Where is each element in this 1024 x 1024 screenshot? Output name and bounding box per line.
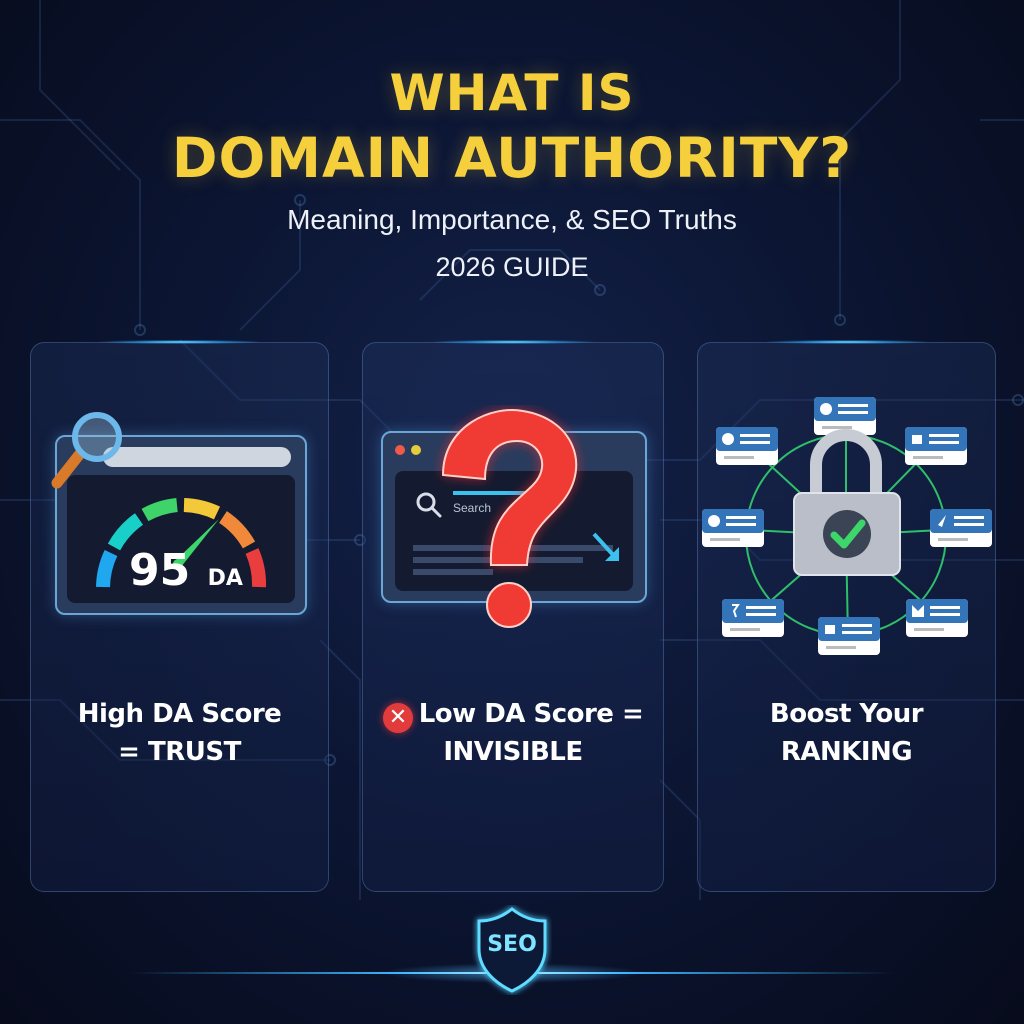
caption-line-1: Boost Your bbox=[769, 699, 924, 729]
subtitle: Meaning, Importance, & SEO Truths bbox=[287, 204, 737, 235]
caption-line-2: RANKING bbox=[780, 737, 913, 767]
panel-low-da: Search ✕Low DA Score = INVISIBLE bbox=[362, 340, 664, 892]
seo-badge-text: SEO bbox=[487, 932, 537, 957]
title-line-2: DOMAIN AUTHORITY? bbox=[171, 126, 853, 190]
search-placeholder: Search bbox=[453, 501, 492, 515]
panel-boost: Boost Your RANKING bbox=[697, 340, 996, 892]
caption-line-1: High DA Score bbox=[77, 699, 282, 729]
result-line bbox=[413, 569, 493, 575]
magnifier-icon bbox=[51, 412, 122, 489]
gauge-unit: DA bbox=[207, 566, 243, 591]
panel-high-da: 95 DA High DA Score = TRUST bbox=[30, 340, 329, 892]
padlock-check-icon bbox=[793, 429, 901, 576]
caption-line-1: Low DA Score = bbox=[418, 699, 644, 729]
window-close-dot-icon bbox=[395, 445, 405, 455]
caption-line-2: = TRUST bbox=[118, 737, 241, 767]
question-mark-icon bbox=[441, 409, 578, 628]
panel-glow bbox=[433, 340, 593, 344]
gauge-value: 95 bbox=[129, 545, 191, 596]
x-circle-icon: ✕ bbox=[382, 703, 413, 733]
node-cards bbox=[702, 397, 992, 655]
address-bar bbox=[103, 447, 291, 467]
trend-down-arrow-icon bbox=[592, 532, 619, 561]
shield-icon bbox=[477, 906, 547, 994]
panel-glow bbox=[99, 340, 260, 344]
search-icon bbox=[416, 492, 442, 518]
browser-window: 95 DA bbox=[55, 435, 307, 615]
search-input-bar[interactable] bbox=[453, 491, 533, 495]
panel-glow bbox=[766, 340, 927, 344]
caption-line-2: INVISIBLE bbox=[443, 737, 583, 767]
network-diagram bbox=[702, 397, 992, 655]
title-line-1: WHAT IS bbox=[389, 64, 635, 122]
speedometer-gauge-icon bbox=[96, 498, 267, 588]
window-min-dot-icon bbox=[411, 445, 421, 455]
guide-label: 2026 GUIDE bbox=[435, 252, 589, 282]
gauge-screen: 95 DA bbox=[67, 475, 295, 603]
